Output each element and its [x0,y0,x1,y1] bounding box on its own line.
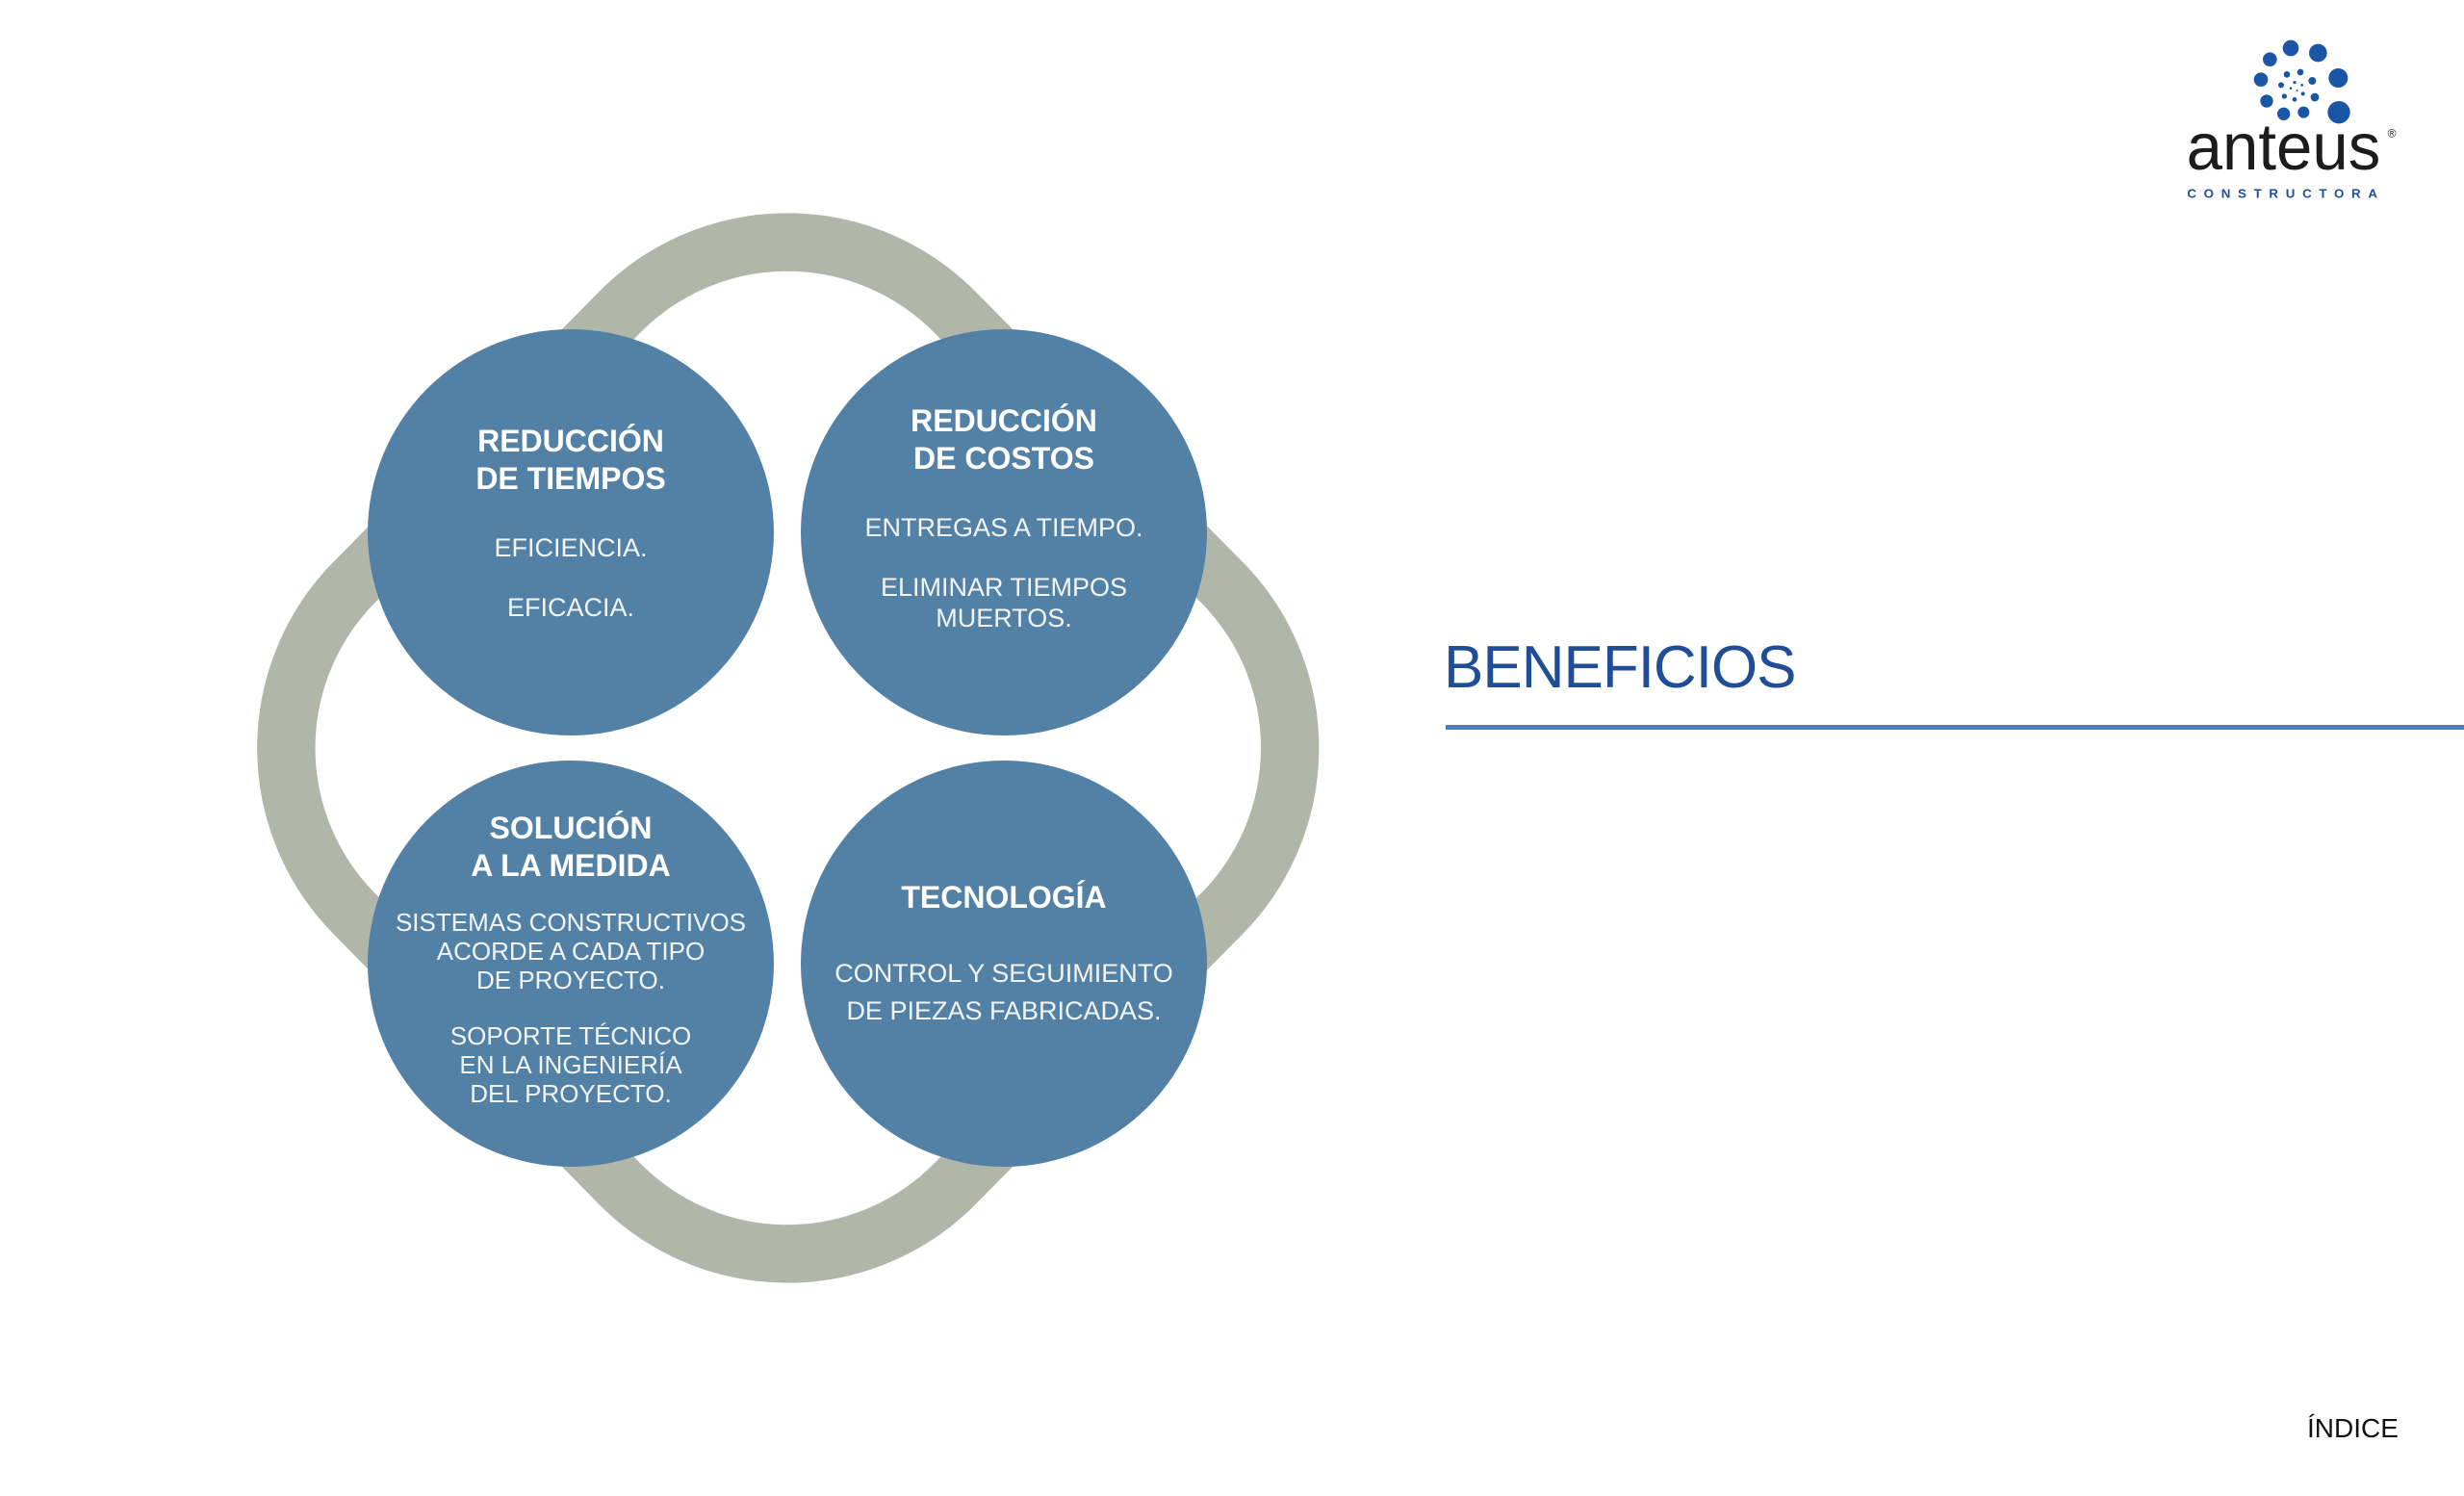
benefit-item: EFICACIA. [506,593,635,622]
title-underline [1446,725,2464,730]
index-link[interactable]: ÍNDICE [2307,1413,2399,1443]
benefit-circle-technology: TECNOLOGÍA CONTROL Y SEGUIMIENTO DE PIEZ… [801,761,1207,1167]
registered-mark: ® [2388,127,2397,141]
benefit-heading: REDUCCIÓN DE TIEMPOS [475,424,666,496]
section-title: BENEFICIOS [1444,634,1797,701]
benefit-heading: TECNOLOGÍA [901,879,1107,915]
benefit-item: ELIMINAR TIEMPOS MUERTOS. [880,573,1128,632]
benefit-heading: SOLUCIÓN A LA MEDIDA [471,811,671,883]
logo-tagline: CONSTRUCTORA [2187,186,2377,200]
benefit-item: ENTREGAS A TIEMPO. [864,513,1143,542]
logo-wordmark: anteus [2187,111,2381,184]
benefit-item: SISTEMAS CONSTRUCTIVOS ACORDE A CADA TIP… [395,908,747,994]
benefit-circle-time-reduction: REDUCCIÓN DE TIEMPOS EFICIENCIA. EFICACI… [368,329,774,735]
benefit-item: SOPORTE TÉCNICO EN LA INGENIERÍA DEL PRO… [449,1021,692,1108]
benefit-heading: REDUCCIÓN DE COSTOS [911,403,1097,476]
benefit-item: CONTROL Y SEGUIMIENTO DE PIEZAS FABRICAD… [834,958,1173,1025]
logo-dots-icon [2253,39,2350,124]
benefit-circle-custom-solution: SOLUCIÓN A LA MEDIDA SISTEMAS CONSTRUCTI… [368,761,774,1167]
benefit-circle-cost-reduction: REDUCCIÓN DE COSTOS ENTREGAS A TIEMPO. E… [801,329,1207,735]
benefit-item: EFICIENCIA. [494,533,648,562]
anteus-logo: anteus ® CONSTRUCTORA [2187,39,2397,200]
